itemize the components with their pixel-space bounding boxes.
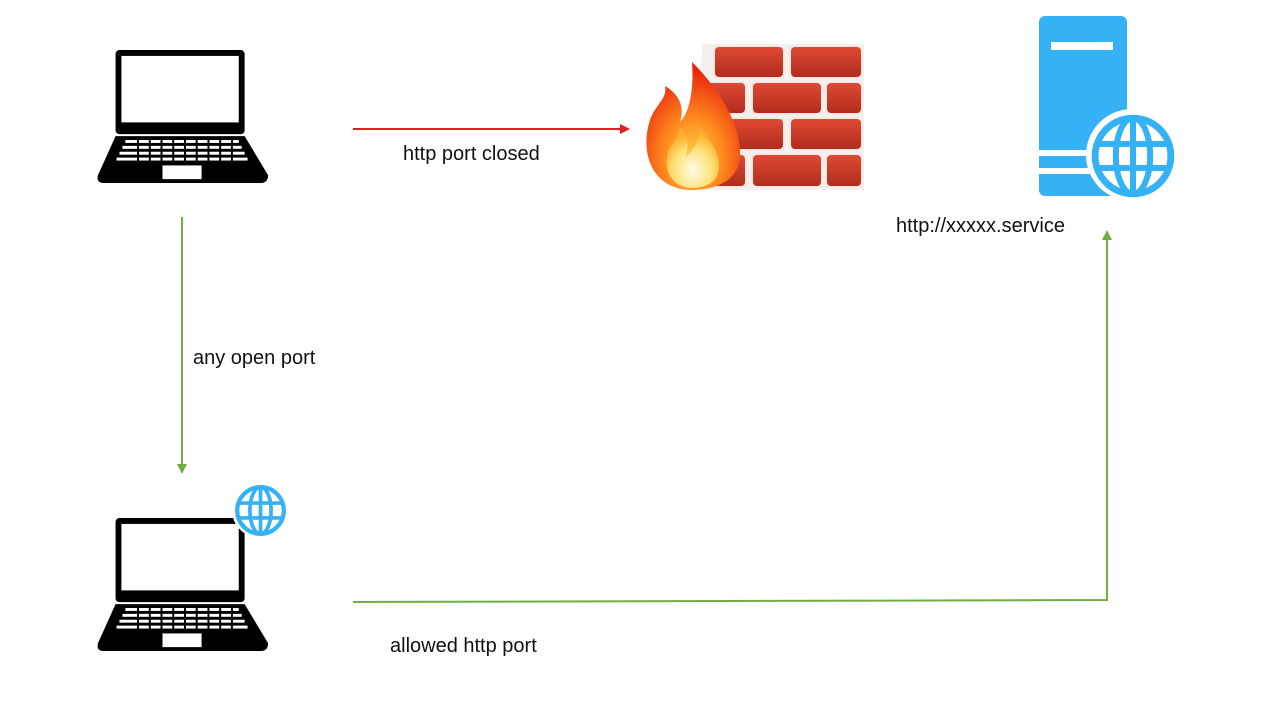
server-url-label: http://xxxxx.service [896, 215, 1065, 237]
allowed-edge-arrow [352, 230, 1112, 603]
allowed-edge-label: allowed http port [390, 635, 537, 657]
proxy-laptop-icon [97, 482, 288, 652]
blocked-edge-label: http port closed [403, 143, 540, 165]
client-laptop-icon [97, 50, 269, 184]
open-port-edge-label: any open port [193, 347, 316, 369]
firewall-icon [646, 44, 864, 190]
web-server-icon [1039, 16, 1178, 201]
